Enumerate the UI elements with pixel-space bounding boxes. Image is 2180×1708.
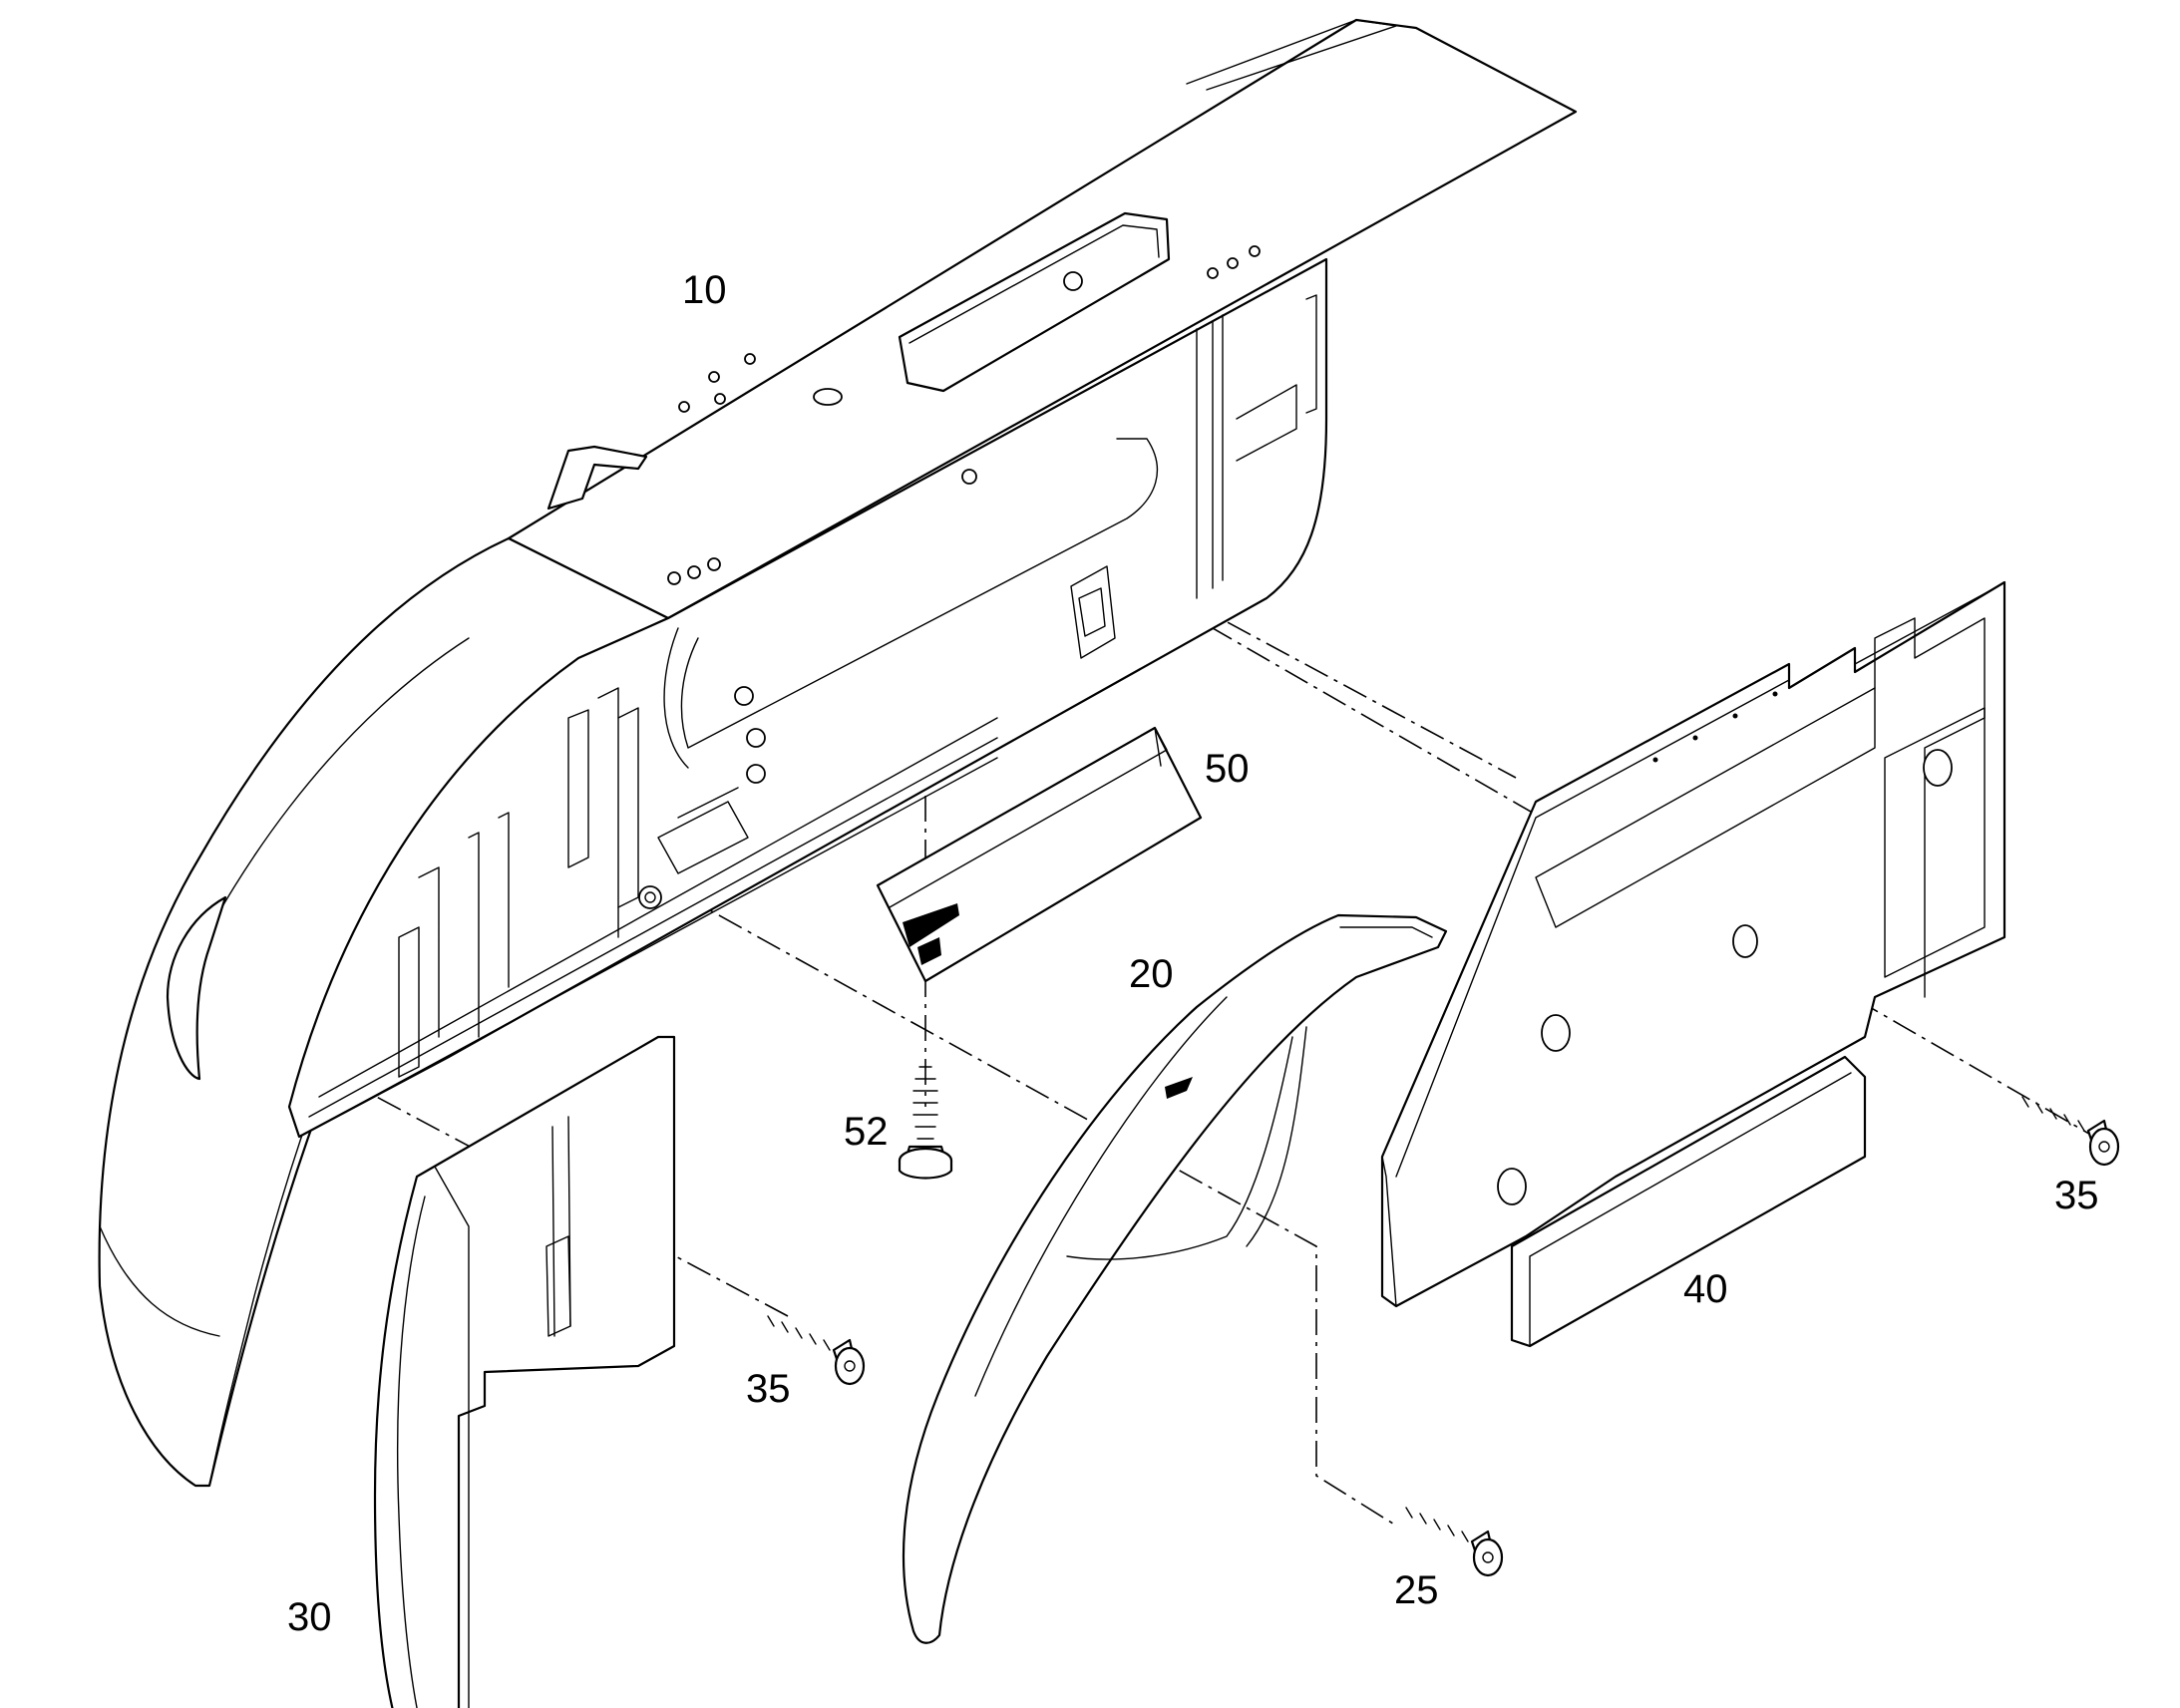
callout-35-right: 35 (2054, 1174, 2099, 1217)
callout-50: 50 (1205, 747, 1250, 791)
part-50-texture (903, 903, 959, 947)
callout-labels: 10 20 30 35 35 40 25 50 52 (287, 268, 2099, 1639)
callout-52: 52 (844, 1110, 889, 1154)
part-52-screw (898, 1066, 953, 1180)
part-10-inner-opening (680, 438, 1159, 749)
leader-10-to-25 (488, 787, 1397, 1527)
part-40-hole (1923, 749, 1953, 787)
part-10-top-slot (898, 211, 1171, 393)
callout-10: 10 (682, 268, 727, 312)
callout-30: 30 (287, 1595, 332, 1639)
part-35-screw-right (2021, 1096, 2120, 1167)
part-40-hole (1541, 1014, 1571, 1052)
callout-25: 25 (1394, 1568, 1439, 1612)
callout-20: 20 (1129, 952, 1174, 996)
part-40-hole (1497, 1168, 1527, 1205)
part-10-side-panel (287, 257, 1328, 1139)
part-25-screw (1405, 1507, 1504, 1577)
part-10-handle (546, 445, 648, 511)
part-20-inner-liner (902, 913, 1448, 1644)
part-30-front-extension (373, 1035, 676, 1708)
leader-10-to-40-lower (1056, 537, 2095, 1138)
part-10-fender-handle (166, 895, 227, 1081)
part-40-hole (1732, 924, 1758, 958)
part-10-fender-housing (98, 18, 1578, 1488)
part-40-rear-panel (1380, 580, 2006, 1348)
part-35-screw-left (767, 1315, 866, 1386)
callout-40: 40 (1683, 1267, 1728, 1311)
part-10-top-hole (813, 388, 843, 406)
part-10-top-hole (1063, 271, 1083, 291)
part-50-insulation-pad (876, 726, 1203, 983)
callout-35-left: 35 (746, 1367, 791, 1411)
